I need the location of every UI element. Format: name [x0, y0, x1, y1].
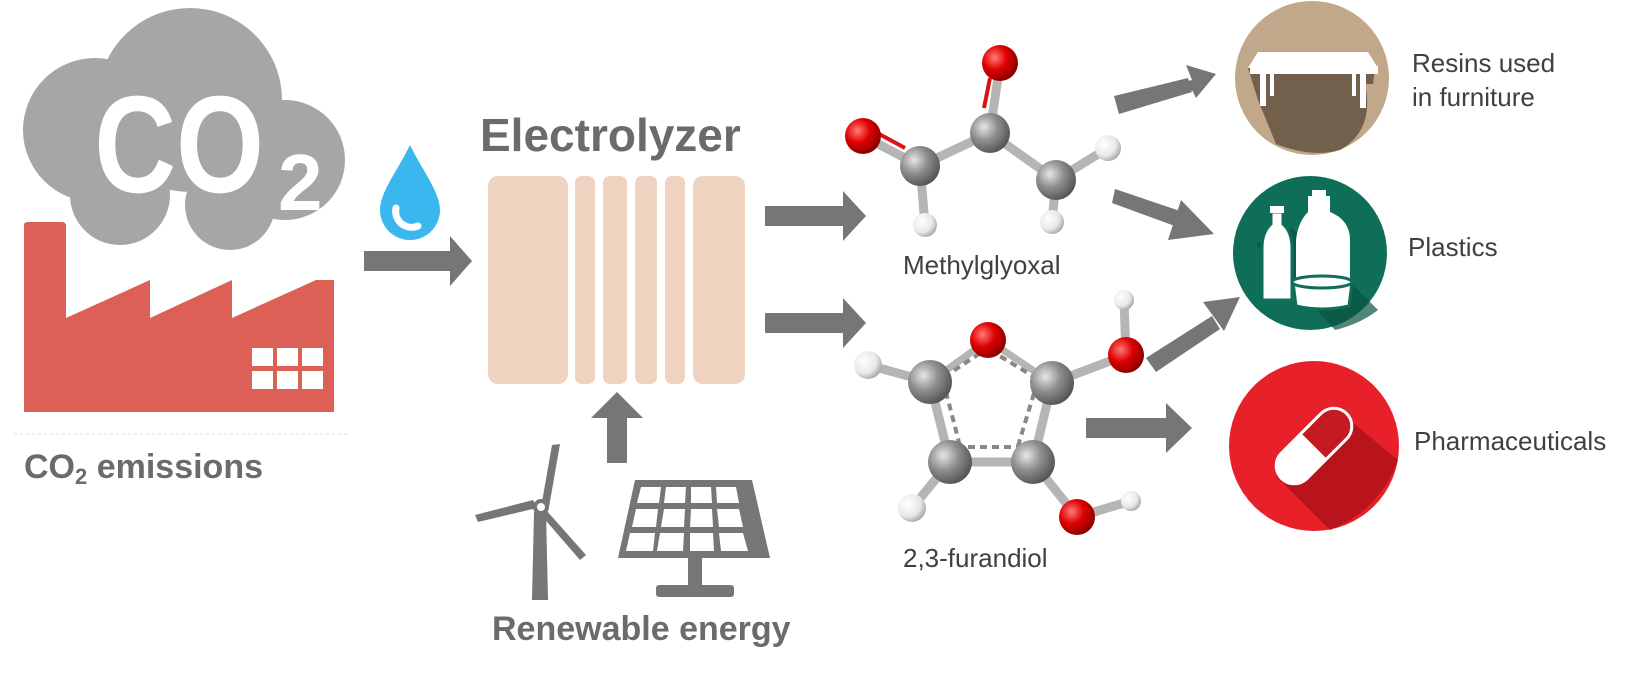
- resins-label-line2: in furniture: [1412, 82, 1535, 112]
- table-icon: [1235, 1, 1389, 155]
- bottles-icon: [1233, 176, 1387, 330]
- arrow-co2-to-electrolyzer: [364, 236, 472, 286]
- arrow-to-furandiol: [765, 298, 866, 348]
- methylglyoxal-molecule: [845, 45, 1121, 237]
- arrow-to-methylglyoxal: [765, 191, 866, 241]
- co2-cloud-subscript: 2: [278, 138, 323, 227]
- co2-label-rest: emissions: [87, 448, 263, 486]
- renewable-energy-label: Renewable energy: [492, 610, 791, 648]
- arrow-furandiol-to-pharmaceuticals: [1086, 403, 1192, 453]
- arrow-methylglyoxal-to-resins: [1114, 65, 1216, 114]
- solar-panel-icon: [618, 480, 770, 597]
- furandiol-molecule: [854, 290, 1144, 535]
- plastics-label: Plastics: [1408, 232, 1498, 262]
- arrow-furandiol-to-plastics: [1146, 297, 1240, 372]
- co2-emissions-label: CO2 emissions: [24, 448, 263, 490]
- resins-label: Resins used in furniture: [1412, 46, 1555, 114]
- pharmaceuticals-label: Pharmaceuticals: [1414, 426, 1607, 456]
- pill-icon: [1229, 361, 1399, 531]
- arrow-energy-to-electrolyzer: [591, 392, 643, 463]
- arrow-methylglyoxal-to-plastics: [1112, 189, 1214, 240]
- electrolyzer-stack: [488, 176, 745, 384]
- furandiol-label: 2,3-furandiol: [903, 543, 1048, 573]
- co2-cloud-text: CO: [94, 67, 264, 221]
- methylglyoxal-label: Methylglyoxal: [903, 250, 1061, 280]
- co2-label-subscript: 2: [75, 464, 88, 489]
- co2-label-main: CO: [24, 448, 75, 486]
- electrolyzer-title: Electrolyzer: [480, 109, 741, 161]
- resins-label-line1: Resins used: [1412, 48, 1556, 78]
- wind-turbine-icon: [475, 444, 586, 600]
- factory-icon: [14, 222, 350, 435]
- water-drop-icon: [380, 145, 440, 240]
- co2-cloud: CO 2: [23, 8, 345, 250]
